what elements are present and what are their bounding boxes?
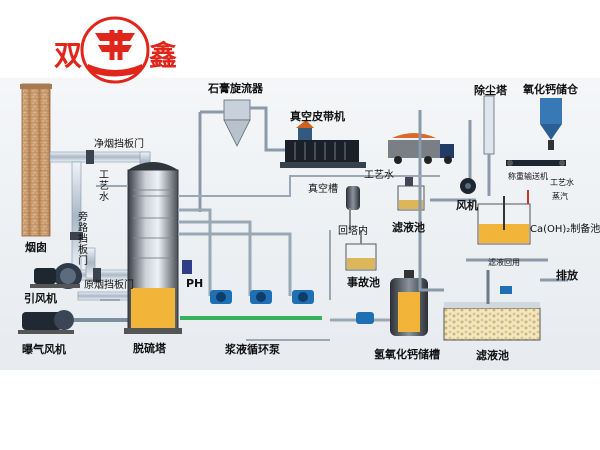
- weigh-conveyor-label: 称重输送机: [508, 172, 548, 181]
- chimney-label: 烟囱: [25, 241, 47, 254]
- induced-fan-label: 引风机: [24, 292, 57, 305]
- cao-silo-label: 氧化钙储仓: [523, 83, 578, 96]
- caoh-prep-tank: [477, 190, 531, 245]
- desulfurization-tower: [124, 162, 182, 334]
- raw-gas-damper-label: 原烟挡板门: [84, 280, 134, 291]
- ph-meter: [182, 260, 192, 274]
- logo-right-char: 鑫: [149, 39, 177, 72]
- fan-right: [460, 178, 476, 194]
- process-water-left-label: 工艺水: [99, 170, 109, 203]
- filtrate-tank-right-label: 滤液池: [476, 349, 509, 362]
- bypass-damper-label: 旁路挡板门: [78, 212, 88, 267]
- clean-gas-damper-label: 净烟挡板门: [94, 139, 144, 150]
- aeration-fan-label: 曝气风机: [22, 343, 66, 356]
- discharge-label: 排放: [556, 269, 578, 282]
- dust-tower-label: 除尘塔: [474, 84, 507, 97]
- cao-silo: [540, 98, 562, 150]
- process-water-mid-label: 工艺水: [364, 170, 394, 181]
- steam-label: 蒸汽: [552, 192, 568, 201]
- aeration-blower: [18, 310, 128, 334]
- tower-label: 脱硫塔: [133, 342, 166, 355]
- accident-pool-label: 事故池: [347, 276, 380, 289]
- induced-fan: [30, 263, 82, 289]
- circulation-pump-label: 浆液循环泵: [225, 343, 280, 356]
- chimney: [20, 83, 52, 237]
- gypsum-cyclone: [198, 99, 288, 212]
- vacuum-tank-label: 真空槽: [308, 184, 338, 195]
- weigh-conveyor: [506, 160, 566, 166]
- accident-pool: [345, 230, 377, 271]
- return-tower-label: 回塔内: [338, 226, 368, 237]
- slurry-circulation-pumps: [178, 208, 322, 320]
- flue-ducts: [49, 151, 151, 301]
- process-water-right-label: 工艺水: [550, 178, 574, 187]
- fan-label: 风机: [456, 199, 478, 212]
- company-logo: [80, 16, 150, 84]
- ph-label: PH: [186, 277, 204, 290]
- logo-left-char: 双: [54, 39, 82, 72]
- dump-truck: [388, 133, 454, 164]
- vacuum-belt-label: 真空皮带机: [290, 110, 345, 123]
- process-pipes: [96, 175, 440, 341]
- filtrate-pool-right: [418, 110, 568, 341]
- damper-valves: [70, 150, 101, 282]
- caoh-storage-label: 氢氧化钙储槽: [374, 348, 440, 361]
- caoh-prep-label: Ca(OH)₂制备池: [530, 224, 600, 235]
- vacuum-belt-filter: [280, 120, 366, 168]
- vacuum-tank: [346, 186, 360, 230]
- gypsum-cyclone-label: 石膏旋流器: [208, 82, 263, 95]
- filtrate-tank-mid-label: 滤液池: [392, 221, 425, 234]
- caoh-storage-tank: [330, 270, 428, 336]
- filtrate-return-label: 滤液回用: [488, 258, 520, 267]
